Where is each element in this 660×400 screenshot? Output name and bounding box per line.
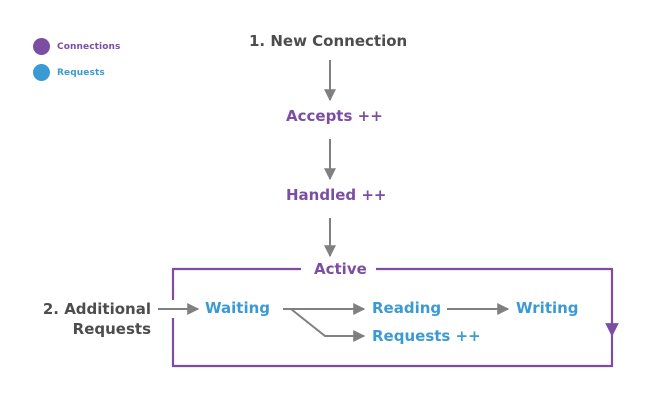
node-active: Active (305, 262, 376, 277)
legend-item-connections: Connections (33, 38, 120, 55)
edge-waiting-to-requests (290, 308, 366, 342)
node-writing: Writing (516, 299, 579, 317)
filled-circle-icon (33, 64, 50, 81)
legend-label-requests: Requests (57, 67, 105, 78)
legend-item-requests: Requests (33, 64, 105, 81)
step-2-title-line2: Requests (72, 320, 151, 339)
node-accepts: Accepts ++ (286, 107, 383, 125)
node-requests: Requests ++ (372, 327, 481, 345)
legend-label-connections: Connections (57, 41, 121, 52)
step-2-title: 2. Additional Requests (32, 299, 151, 340)
node-waiting: Waiting (205, 299, 271, 317)
node-handled: Handled ++ (286, 186, 387, 204)
step-1-title: 1. New Connection (249, 32, 408, 50)
filled-circle-icon (33, 38, 50, 55)
step-2-title-line1: 2. Additional (42, 300, 151, 318)
node-reading: Reading (372, 299, 442, 317)
